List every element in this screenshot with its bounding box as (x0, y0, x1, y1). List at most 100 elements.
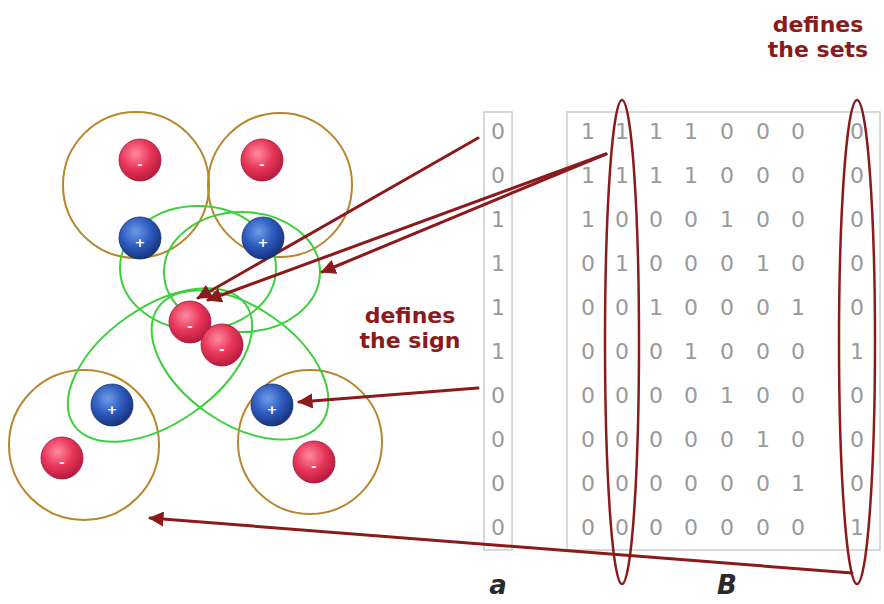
matrix-entry: 0 (615, 297, 629, 319)
charge-sign: + (267, 403, 278, 416)
matrix-entry: 1 (720, 385, 734, 407)
matrix-box (567, 112, 880, 550)
matrix-entry: 0 (615, 473, 629, 495)
matrix-entry: 0 (756, 385, 770, 407)
matrix-entry: 0 (791, 209, 805, 231)
set-circles (9, 112, 382, 520)
matrix-entry: 0 (581, 253, 595, 275)
matrix-entry: 1 (649, 165, 663, 187)
vector-entry: 0 (491, 165, 505, 187)
matrix-entry: 0 (850, 253, 864, 275)
matrix-entry: 0 (581, 473, 595, 495)
leader-arrow (322, 154, 606, 272)
column-highlight (839, 100, 875, 584)
positive-charge: + (118, 216, 162, 260)
matrix-entry: 1 (720, 209, 734, 231)
matrix-entry: 0 (756, 165, 770, 187)
matrix-entry: 0 (850, 473, 864, 495)
matrix-entry: 0 (791, 121, 805, 143)
matrix-entry: 0 (720, 121, 734, 143)
negative-charge: - (240, 138, 284, 182)
charge-sign: - (187, 320, 192, 333)
matrix-entry: 0 (615, 517, 629, 539)
sign-sets (41, 206, 355, 473)
annotation: defines the sign (348, 303, 472, 354)
matrix-entry: 0 (791, 517, 805, 539)
matrix-entry: 0 (850, 121, 864, 143)
matrix-entry: 0 (791, 165, 805, 187)
matrix-entry: 0 (649, 253, 663, 275)
matrix-entry: 0 (615, 341, 629, 363)
charge-sign: + (135, 236, 146, 249)
matrix-name: B (717, 572, 737, 598)
vector-entry: 1 (491, 209, 505, 231)
matrix-entry: 1 (791, 297, 805, 319)
vector-entry: 0 (491, 429, 505, 451)
matrix-entry: 0 (684, 429, 698, 451)
negative-charge: - (40, 436, 84, 480)
vector-name: a (489, 572, 507, 598)
vector-entry: 0 (491, 385, 505, 407)
charge-sign: - (137, 158, 142, 171)
matrix-entry: 0 (684, 517, 698, 539)
matrix-entry: 0 (756, 517, 770, 539)
matrix-entry: 0 (684, 209, 698, 231)
sign-ellipse (125, 260, 355, 470)
set-circle (63, 112, 209, 258)
matrix-entry: 0 (720, 517, 734, 539)
matrix-entry: 0 (684, 253, 698, 275)
matrix-entry: 0 (791, 385, 805, 407)
matrix-entry: 1 (581, 121, 595, 143)
matrix-entry: 0 (684, 297, 698, 319)
matrix-entry: 1 (649, 297, 663, 319)
matrix-entry: 0 (850, 385, 864, 407)
matrix-entry: 0 (615, 209, 629, 231)
matrix-entry: 0 (720, 473, 734, 495)
matrix-entry: 0 (649, 473, 663, 495)
matrix-entry: 0 (649, 385, 663, 407)
vector-entry: 0 (491, 473, 505, 495)
vector-entry: 0 (491, 517, 505, 539)
matrix-entry: 0 (684, 473, 698, 495)
matrix-entry: 0 (615, 385, 629, 407)
set-circle (238, 370, 382, 514)
matrix-entry: 0 (850, 429, 864, 451)
leader-arrows (150, 138, 852, 573)
matrix-entry: 0 (581, 385, 595, 407)
matrix-entry: 0 (581, 517, 595, 539)
matrix-entry: 0 (684, 385, 698, 407)
matrix-entry: 1 (649, 121, 663, 143)
matrix-entry: 0 (581, 429, 595, 451)
matrix-entry: 1 (615, 253, 629, 275)
matrix-entry: 0 (720, 253, 734, 275)
matrix-entry: 1 (850, 341, 864, 363)
matrix-entry: 0 (850, 209, 864, 231)
matrix-entry: 1 (615, 121, 629, 143)
leader-arrow (198, 138, 478, 298)
matrix-entry: 0 (649, 341, 663, 363)
set-circle (9, 370, 159, 520)
matrix-entry: 1 (756, 253, 770, 275)
matrix-entry: 1 (684, 121, 698, 143)
charge-sign: - (259, 158, 264, 171)
matrix-entry: 0 (791, 429, 805, 451)
matrix-entry: 0 (756, 209, 770, 231)
charge-sign: - (59, 456, 64, 469)
charge-sign: + (107, 403, 118, 416)
matrix-entry: 0 (720, 165, 734, 187)
vector-entry: 0 (491, 121, 505, 143)
vector-entry: 1 (491, 297, 505, 319)
matrix-entry: 1 (581, 165, 595, 187)
vector-entry: 1 (491, 253, 505, 275)
positive-charge: + (250, 383, 294, 427)
sign-ellipse (41, 257, 280, 472)
annotation: defines the sets (756, 12, 880, 63)
matrix-entry: 1 (756, 429, 770, 451)
positive-charge: + (241, 216, 285, 260)
matrix-entry: 0 (850, 165, 864, 187)
negative-charge: - (200, 323, 244, 367)
matrix-entry: 1 (684, 165, 698, 187)
matrix-entry: 0 (649, 517, 663, 539)
